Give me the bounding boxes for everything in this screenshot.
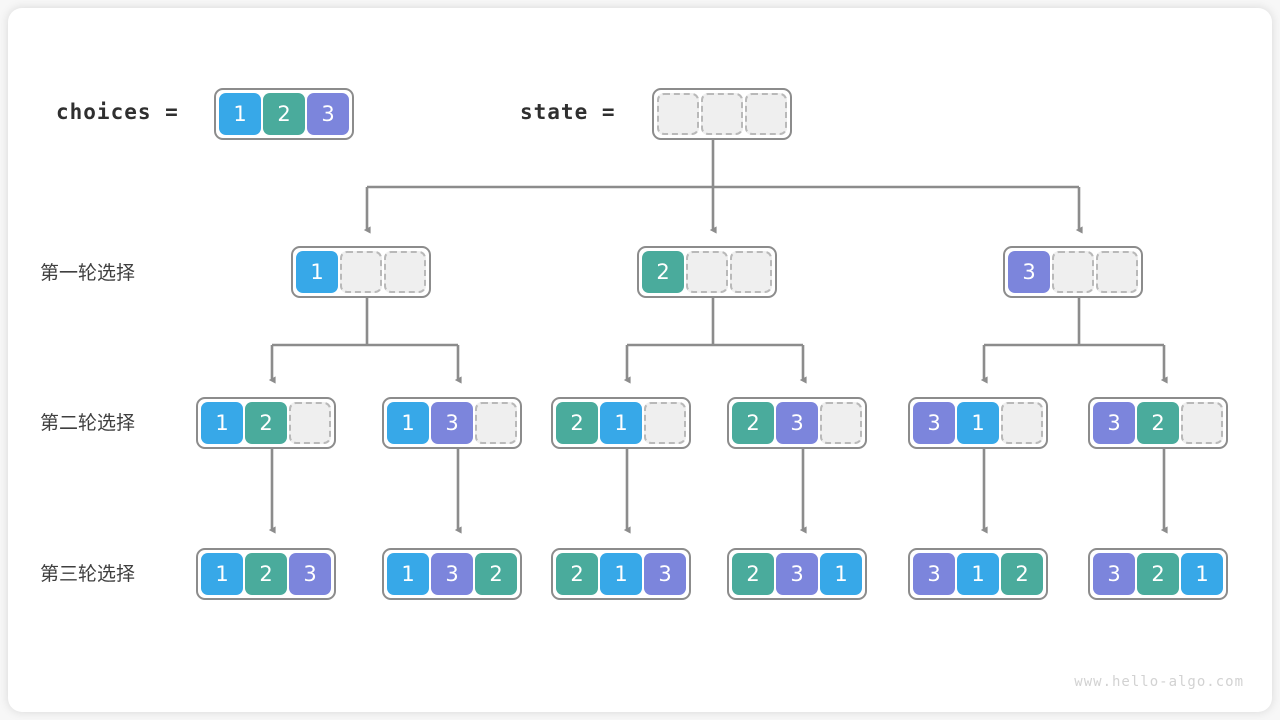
r0a1-cell-1 (686, 251, 728, 293)
r2a4-cell-2: 2 (1001, 553, 1043, 595)
choices-label: choices = (56, 100, 179, 124)
r1a2-cell-2 (644, 402, 686, 444)
r2a5-cell-0: 3 (1093, 553, 1135, 595)
r2a4-cell-1: 1 (957, 553, 999, 595)
r2a5-cell-1: 2 (1137, 553, 1179, 595)
r1a5-cell-2 (1181, 402, 1223, 444)
r0a0-cell-1 (340, 251, 382, 293)
r0a2-cell-1 (1052, 251, 1094, 293)
row-label-first: 第一轮选择 (40, 262, 136, 284)
r2a4-cell-0: 3 (913, 553, 955, 595)
r2a2-cell-2: 3 (644, 553, 686, 595)
choices-cell-2: 3 (307, 93, 349, 135)
state-cell-0 (657, 93, 699, 135)
r0a1-cell-2 (730, 251, 772, 293)
connector-lines (268, 130, 1168, 534)
row-label-second: 第二轮选择 (40, 412, 136, 434)
r1a3-cell-1: 3 (776, 402, 818, 444)
r2a2-cell-1: 1 (600, 553, 642, 595)
state-label: state = (520, 100, 616, 124)
r1a0-cell-1: 2 (245, 402, 287, 444)
r2a0-cell-0: 1 (201, 553, 243, 595)
r1a3-cell-0: 2 (732, 402, 774, 444)
r2a5-cell-2: 1 (1181, 553, 1223, 595)
r0a0-cell-0: 1 (296, 251, 338, 293)
r0a0-cell-2 (384, 251, 426, 293)
r1a4-cell-1: 1 (957, 402, 999, 444)
state-cell-2 (745, 93, 787, 135)
r1a2-cell-1: 1 (600, 402, 642, 444)
r2a1-cell-0: 1 (387, 553, 429, 595)
r0a2-cell-2 (1096, 251, 1138, 293)
r1a4-cell-0: 3 (913, 402, 955, 444)
r1a4-cell-2 (1001, 402, 1043, 444)
r2a0-cell-1: 2 (245, 553, 287, 595)
r2a0-cell-2: 3 (289, 553, 331, 595)
r1a0-cell-2 (289, 402, 331, 444)
r1a5-cell-0: 3 (1093, 402, 1135, 444)
r2a3-cell-2: 1 (820, 553, 862, 595)
r1a0-cell-0: 1 (201, 402, 243, 444)
r1a2-cell-0: 2 (556, 402, 598, 444)
r1a1-cell-0: 1 (387, 402, 429, 444)
state-array-first-round-3: 3 (1003, 246, 1143, 298)
r2a1-cell-2: 2 (475, 553, 517, 595)
state-cell-1 (701, 93, 743, 135)
r1a1-cell-2 (475, 402, 517, 444)
r1a1-cell-1: 3 (431, 402, 473, 444)
r2a3-cell-1: 3 (776, 553, 818, 595)
r0a1-cell-0: 2 (642, 251, 684, 293)
state-array-first-round-1: 1 (291, 246, 431, 298)
choices-cell-1: 2 (263, 93, 305, 135)
choices-cell-0: 1 (219, 93, 261, 135)
r0a2-cell-0: 3 (1008, 251, 1050, 293)
r1a3-cell-2 (820, 402, 862, 444)
state-array (652, 88, 792, 140)
r2a3-cell-0: 2 (732, 553, 774, 595)
row-label-third: 第三轮选择 (40, 563, 136, 585)
watermark: www.hello-algo.com (1074, 674, 1244, 690)
r1a5-cell-1: 2 (1137, 402, 1179, 444)
r2a1-cell-1: 3 (431, 553, 473, 595)
r2a2-cell-0: 2 (556, 553, 598, 595)
state-array-first-round-2: 2 (637, 246, 777, 298)
